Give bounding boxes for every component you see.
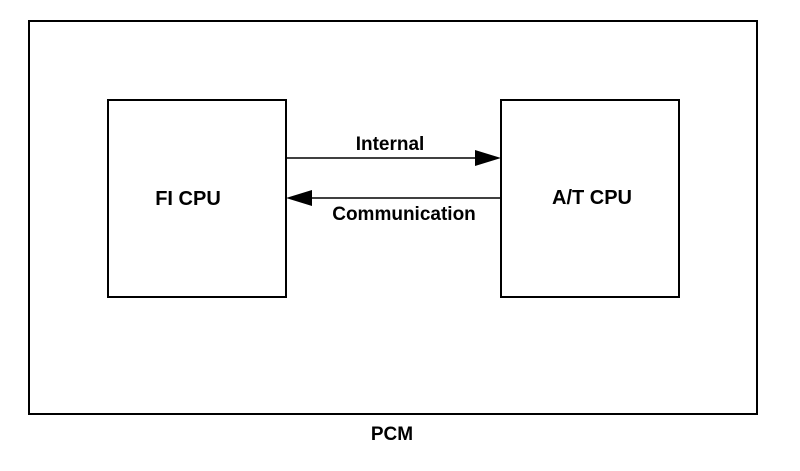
pcm-container-box bbox=[28, 20, 758, 415]
at-cpu-label: A/T CPU bbox=[552, 187, 632, 209]
arrow-to-fi-cpu-head bbox=[286, 190, 312, 206]
pcm-label: PCM bbox=[371, 424, 413, 445]
fi-cpu-block bbox=[107, 99, 287, 298]
arrow-to-at-cpu-head bbox=[475, 150, 501, 166]
communication-label: Communication bbox=[332, 204, 476, 225]
fi-cpu-label: FI CPU bbox=[155, 188, 221, 210]
internal-label: Internal bbox=[356, 134, 425, 155]
